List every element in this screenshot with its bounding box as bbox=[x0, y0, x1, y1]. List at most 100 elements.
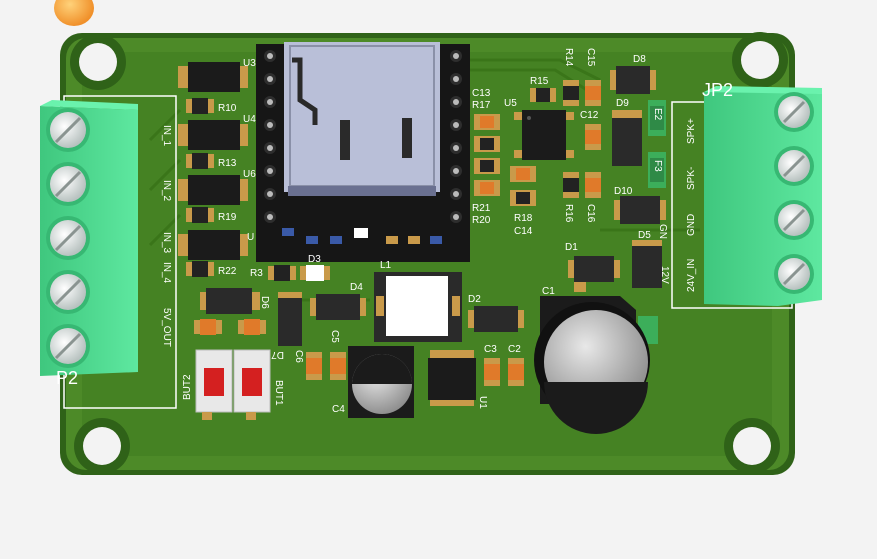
resistor-r22: R22 bbox=[186, 261, 237, 277]
svg-text:R17: R17 bbox=[472, 100, 491, 111]
svg-text:D9: D9 bbox=[616, 98, 629, 109]
svg-text:D10: D10 bbox=[614, 186, 633, 197]
screw-terminal-right[interactable] bbox=[774, 146, 814, 186]
capacitor-c1: C1 bbox=[534, 282, 650, 434]
pin-label-in3: IN_3 bbox=[161, 232, 172, 254]
caps-c3-c2: C3 C2 bbox=[484, 344, 524, 386]
pin-label-spk-minus: SPK- bbox=[686, 167, 697, 190]
pin-label-5vout: 5V_OUT bbox=[161, 308, 172, 347]
tactile-buttons: BUT2 BUT1 bbox=[182, 349, 284, 420]
optocoupler-array: U3 U4 U6 U bbox=[178, 58, 256, 260]
right-terminal-block bbox=[704, 86, 822, 306]
svg-text:R22: R22 bbox=[218, 266, 237, 277]
svg-text:D6: D6 bbox=[259, 296, 270, 309]
diode-d1: D1 bbox=[565, 242, 620, 282]
screw-terminal-left[interactable] bbox=[46, 270, 90, 314]
fuse-f3: F3 bbox=[648, 152, 666, 188]
svg-text:C15: C15 bbox=[585, 48, 596, 67]
screw-terminal-right[interactable] bbox=[774, 200, 814, 240]
small-caps-bottom-left: C6 C5 bbox=[194, 319, 346, 380]
left-terminal-block bbox=[40, 100, 138, 376]
module-side-labels: C13 R17 R21 R20 bbox=[472, 88, 491, 226]
svg-text:R3: R3 bbox=[250, 268, 263, 279]
capacitor-c4: C4 bbox=[332, 346, 414, 418]
svg-text:C1: C1 bbox=[542, 286, 555, 297]
svg-text:D8: D8 bbox=[633, 54, 646, 65]
sd-card-module bbox=[256, 42, 470, 262]
left-connector-labels: IN_1 IN_2 IN_3 IN_4 5V_OUT P2 bbox=[56, 125, 172, 388]
svg-text:D7: D7 bbox=[271, 349, 284, 360]
svg-text:C4: C4 bbox=[332, 404, 345, 415]
pin-label-in4: IN_4 bbox=[161, 262, 172, 284]
svg-text:C3: C3 bbox=[484, 344, 497, 355]
orange-blob-icon bbox=[54, 0, 94, 26]
svg-text:C12: C12 bbox=[580, 110, 599, 121]
button-but1[interactable]: BUT1 bbox=[233, 349, 284, 420]
chip-u6: U6 bbox=[178, 169, 256, 205]
chip-u1: U1 bbox=[428, 350, 488, 409]
screw-terminal-right[interactable] bbox=[774, 254, 814, 294]
connector-name-right: JP2 bbox=[702, 80, 733, 100]
right-diodes: D8 D9 E2 F3 D10 D5 D1 12V GN bbox=[565, 54, 670, 344]
diode-d5: D5 bbox=[632, 230, 662, 288]
svg-text:D2: D2 bbox=[468, 294, 481, 305]
svg-text:R13: R13 bbox=[218, 158, 237, 169]
svg-text:R21: R21 bbox=[472, 203, 491, 214]
svg-text:U6: U6 bbox=[243, 169, 256, 180]
chip-u4: U4 bbox=[178, 114, 256, 150]
screw-terminal-left[interactable] bbox=[46, 108, 90, 152]
label-12v: 12V bbox=[659, 266, 670, 284]
svg-text:U1: U1 bbox=[477, 396, 488, 409]
amp-passives: R15 R14 C15 C12 R16 C16 bbox=[530, 48, 601, 223]
pin-label-24v-in: 24V_IN bbox=[686, 259, 697, 292]
svg-text:U: U bbox=[247, 232, 254, 243]
svg-text:R14: R14 bbox=[563, 48, 574, 67]
diode-d6: D6 bbox=[200, 288, 270, 314]
svg-text:C14: C14 bbox=[514, 226, 533, 237]
screw-terminal-left[interactable] bbox=[46, 162, 90, 206]
svg-text:F3: F3 bbox=[652, 160, 663, 172]
screw-terminal-left[interactable] bbox=[46, 216, 90, 260]
label-gn: GN bbox=[657, 224, 668, 239]
resistors-left: R10 R13 R19 R22 bbox=[186, 98, 237, 277]
svg-text:R10: R10 bbox=[218, 103, 237, 114]
svg-text:C16: C16 bbox=[585, 204, 596, 223]
r3-d3: R3 D3 bbox=[250, 254, 330, 281]
pin-label-in2: IN_2 bbox=[161, 180, 172, 202]
svg-text:R19: R19 bbox=[218, 212, 237, 223]
screw-terminal-right[interactable] bbox=[774, 92, 814, 132]
mid-diodes: D6 D7 D4 D2 bbox=[200, 282, 524, 360]
button-but2[interactable]: BUT2 bbox=[182, 349, 233, 420]
svg-text:U4: U4 bbox=[243, 114, 256, 125]
chip-u3: U3 bbox=[178, 58, 256, 92]
pin-label-spk-plus: SPK+ bbox=[686, 118, 697, 144]
svg-text:L1: L1 bbox=[380, 260, 392, 271]
svg-text:D4: D4 bbox=[350, 282, 363, 293]
svg-text:R20: R20 bbox=[472, 215, 491, 226]
chip-u7: U bbox=[178, 230, 254, 260]
svg-text:U5: U5 bbox=[504, 98, 517, 109]
svg-text:R15: R15 bbox=[530, 76, 549, 87]
connector-name-left: P2 bbox=[56, 368, 78, 388]
svg-text:BUT1: BUT1 bbox=[273, 380, 284, 406]
resistor-r10: R10 bbox=[186, 98, 237, 114]
svg-text:C5: C5 bbox=[329, 330, 340, 343]
svg-text:C13: C13 bbox=[472, 88, 491, 99]
svg-text:C6: C6 bbox=[293, 350, 304, 363]
screw-terminal-left[interactable] bbox=[46, 324, 90, 368]
diode-d10: D10 bbox=[614, 186, 666, 224]
svg-text:R16: R16 bbox=[563, 204, 574, 223]
resistor-r13: R13 bbox=[186, 153, 237, 169]
svg-text:D3: D3 bbox=[308, 254, 321, 265]
svg-text:U3: U3 bbox=[243, 58, 256, 69]
pin-label-in1: IN_1 bbox=[161, 125, 172, 147]
diode-d8: D8 bbox=[610, 54, 656, 94]
pin-label-gnd: GND bbox=[686, 214, 697, 236]
svg-text:E2: E2 bbox=[652, 108, 663, 121]
svg-text:BUT2: BUT2 bbox=[182, 374, 193, 400]
inductor-l1: L1 bbox=[374, 260, 462, 342]
diode-d7: D7 bbox=[271, 292, 302, 360]
diode-d4: D4 bbox=[310, 282, 366, 320]
